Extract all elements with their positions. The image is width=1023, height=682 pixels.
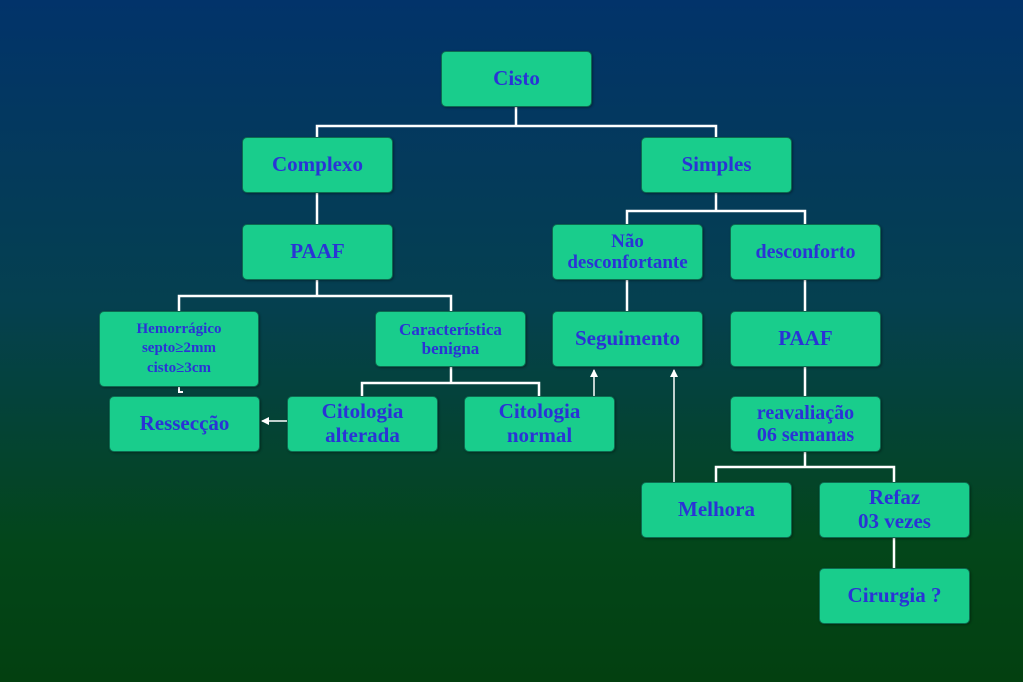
connector-simples-children: [625, 209, 807, 224]
node-caracteristica-benigna-line1: Característica: [399, 319, 502, 339]
node-nao-desconfortante-line1: Não: [611, 230, 644, 252]
node-caracteristica-benigna: Característica benigna: [375, 311, 526, 367]
node-paaf-right-label: PAAF: [778, 326, 833, 351]
node-nao-desconfortante: Não desconfortante: [552, 224, 703, 280]
node-cirurgia: Cirurgia ?: [819, 568, 970, 624]
node-hemorragico-line1: Hemorrágico: [136, 320, 222, 337]
connector-paaf-children: [177, 294, 453, 311]
connector-benigna-children: [360, 381, 541, 396]
node-resseccao: Ressecção: [109, 396, 260, 452]
node-complexo: Complexo: [242, 137, 393, 193]
node-reavaliacao-line2: 06 semanas: [756, 424, 855, 446]
node-melhora: Melhora: [641, 482, 792, 538]
node-cisto-label: Cisto: [493, 66, 540, 91]
node-seguimento: Seguimento: [552, 311, 703, 367]
node-hemorragico-line2: septo≥2mm: [141, 340, 217, 357]
node-citologia-normal: Citologia normal: [464, 396, 615, 452]
node-hemorragico-line3: cisto≥3cm: [146, 359, 212, 376]
node-citologia-normal-line2: normal: [506, 423, 573, 447]
node-citologia-alterada-line1: Citologia: [321, 399, 404, 424]
node-citologia-alterada: Citologia alterada: [287, 396, 438, 452]
connector-cisto-children: [315, 124, 718, 137]
node-simples: Simples: [641, 137, 792, 193]
node-refaz: Refaz 03 vezes: [819, 482, 970, 538]
node-nao-desconfortante-line2: desconfortante: [567, 252, 688, 273]
node-citologia-normal-line1: Citologia: [498, 399, 581, 424]
node-citologia-alterada-line2: alterada: [325, 423, 400, 447]
connector-hemorragico-tick: [178, 387, 183, 393]
node-melhora-label: Melhora: [678, 497, 755, 522]
node-complexo-label: Complexo: [272, 152, 363, 177]
node-paaf-left-label: PAAF: [290, 239, 345, 264]
node-paaf-right: PAAF: [730, 311, 881, 367]
node-reavaliacao-line1: reavaliação: [756, 401, 855, 424]
node-cirurgia-label: Cirurgia ?: [847, 583, 942, 608]
node-paaf-left: PAAF: [242, 224, 393, 280]
node-resseccao-label: Ressecção: [139, 411, 230, 436]
node-desconforto-label: desconforto: [755, 240, 856, 263]
node-simples-label: Simples: [681, 152, 752, 177]
node-hemorragico: Hemorrágico septo≥2mm cisto≥3cm: [99, 311, 259, 387]
node-caracteristica-benigna-line2: benigna: [421, 339, 480, 358]
node-refaz-line2: 03 vezes: [858, 509, 931, 533]
node-reavaliacao: reavaliação 06 semanas: [730, 396, 881, 452]
node-desconforto: desconforto: [730, 224, 881, 280]
node-refaz-line1: Refaz: [868, 485, 921, 510]
node-cisto: Cisto: [441, 51, 592, 107]
node-seguimento-label: Seguimento: [575, 326, 680, 351]
connector-reavaliacao-children: [714, 465, 896, 482]
